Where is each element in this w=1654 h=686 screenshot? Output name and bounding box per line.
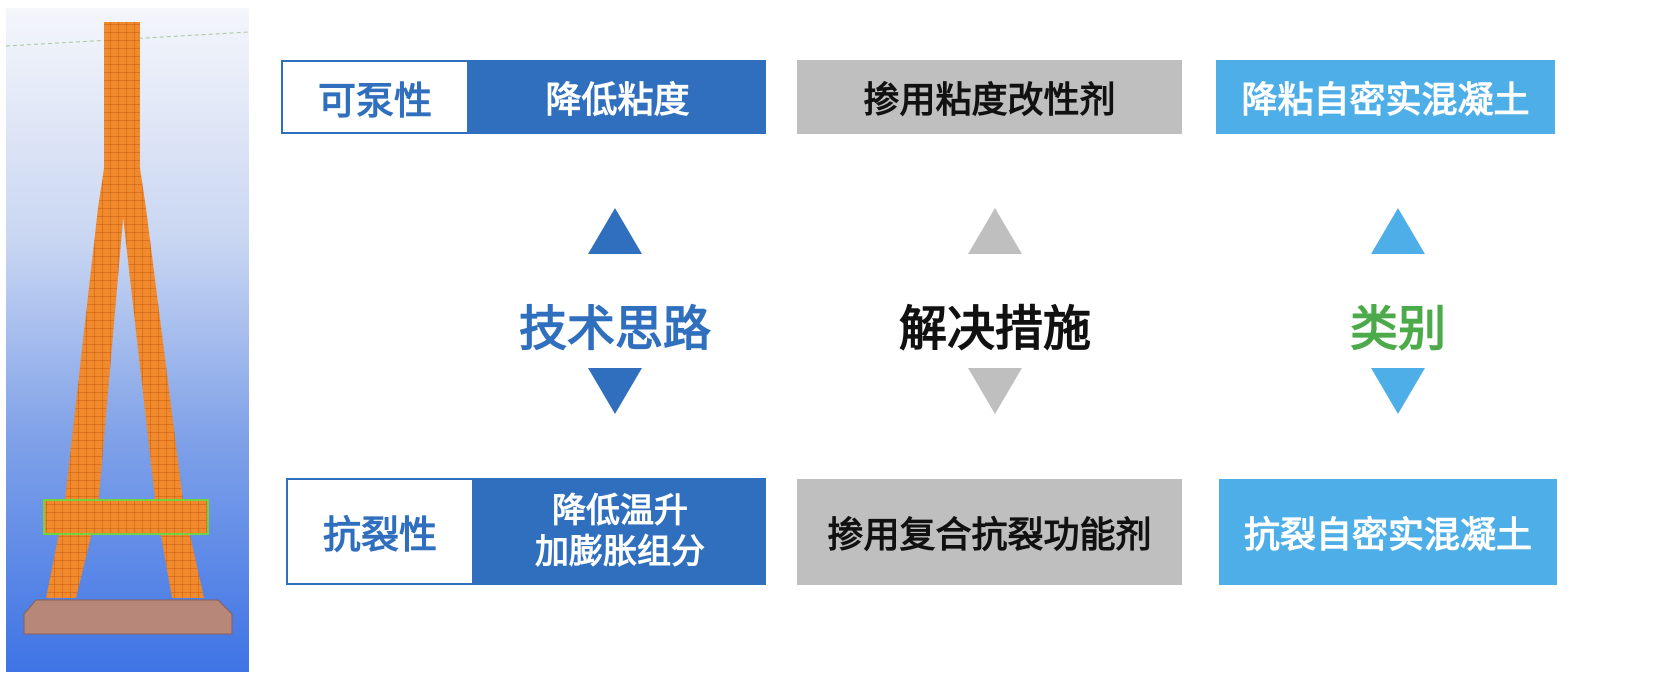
arrow-up-icon [588, 208, 642, 254]
property-crack-resistance-label: 抗裂性 [322, 513, 437, 557]
arrow-down-icon [968, 368, 1022, 414]
tower-model-image [6, 8, 249, 672]
arrow-down-icon [1371, 368, 1425, 414]
tower-right-leg [122, 208, 204, 598]
arrow-up-icon [968, 208, 1022, 254]
tower-cross-beam [43, 499, 209, 535]
category-crack-resistant-scc: 抗裂自密实混凝土 [1219, 479, 1557, 585]
approach-reduce-viscosity: 降低粘度 [469, 60, 766, 134]
property-pumpability-label: 可泵性 [317, 78, 432, 123]
arrow-up-icon [1371, 208, 1425, 254]
tower-left-leg [46, 208, 124, 598]
approach-reduce-viscosity-label: 降低粘度 [545, 80, 690, 121]
tower-base [23, 599, 233, 635]
arrow-down-icon [588, 368, 642, 414]
property-pumpability: 可泵性 [281, 60, 469, 134]
approach-reduce-temperature: 降低温升 加膨胀组分 [474, 478, 766, 585]
property-crack-resistance: 抗裂性 [286, 478, 474, 585]
approach-line-add-expansive: 加膨胀组分 [535, 531, 705, 572]
measure-viscosity-modifier-label: 掺用粘度改性剂 [863, 80, 1116, 121]
category-low-viscosity-scc: 降粘自密实混凝土 [1216, 60, 1555, 134]
category-crack-resistant-scc-label: 抗裂自密实混凝土 [1243, 515, 1532, 556]
heading-solution-measures: 解决措施 [898, 301, 1091, 357]
tower-model-drawing [6, 22, 249, 635]
approach-line-reduce-temperature: 降低温升 [552, 490, 688, 531]
category-low-viscosity-scc-label: 降粘自密实混凝土 [1241, 80, 1530, 121]
heading-category: 类别 [1349, 301, 1446, 357]
tower-upper-column [98, 22, 146, 208]
measure-viscosity-modifier: 掺用粘度改性剂 [797, 60, 1182, 134]
measure-composite-crack-agent-label: 掺用复合抗裂功能剂 [827, 515, 1152, 556]
heading-technical-approach: 技术思路 [518, 301, 711, 357]
measure-composite-crack-agent: 掺用复合抗裂功能剂 [797, 479, 1182, 585]
